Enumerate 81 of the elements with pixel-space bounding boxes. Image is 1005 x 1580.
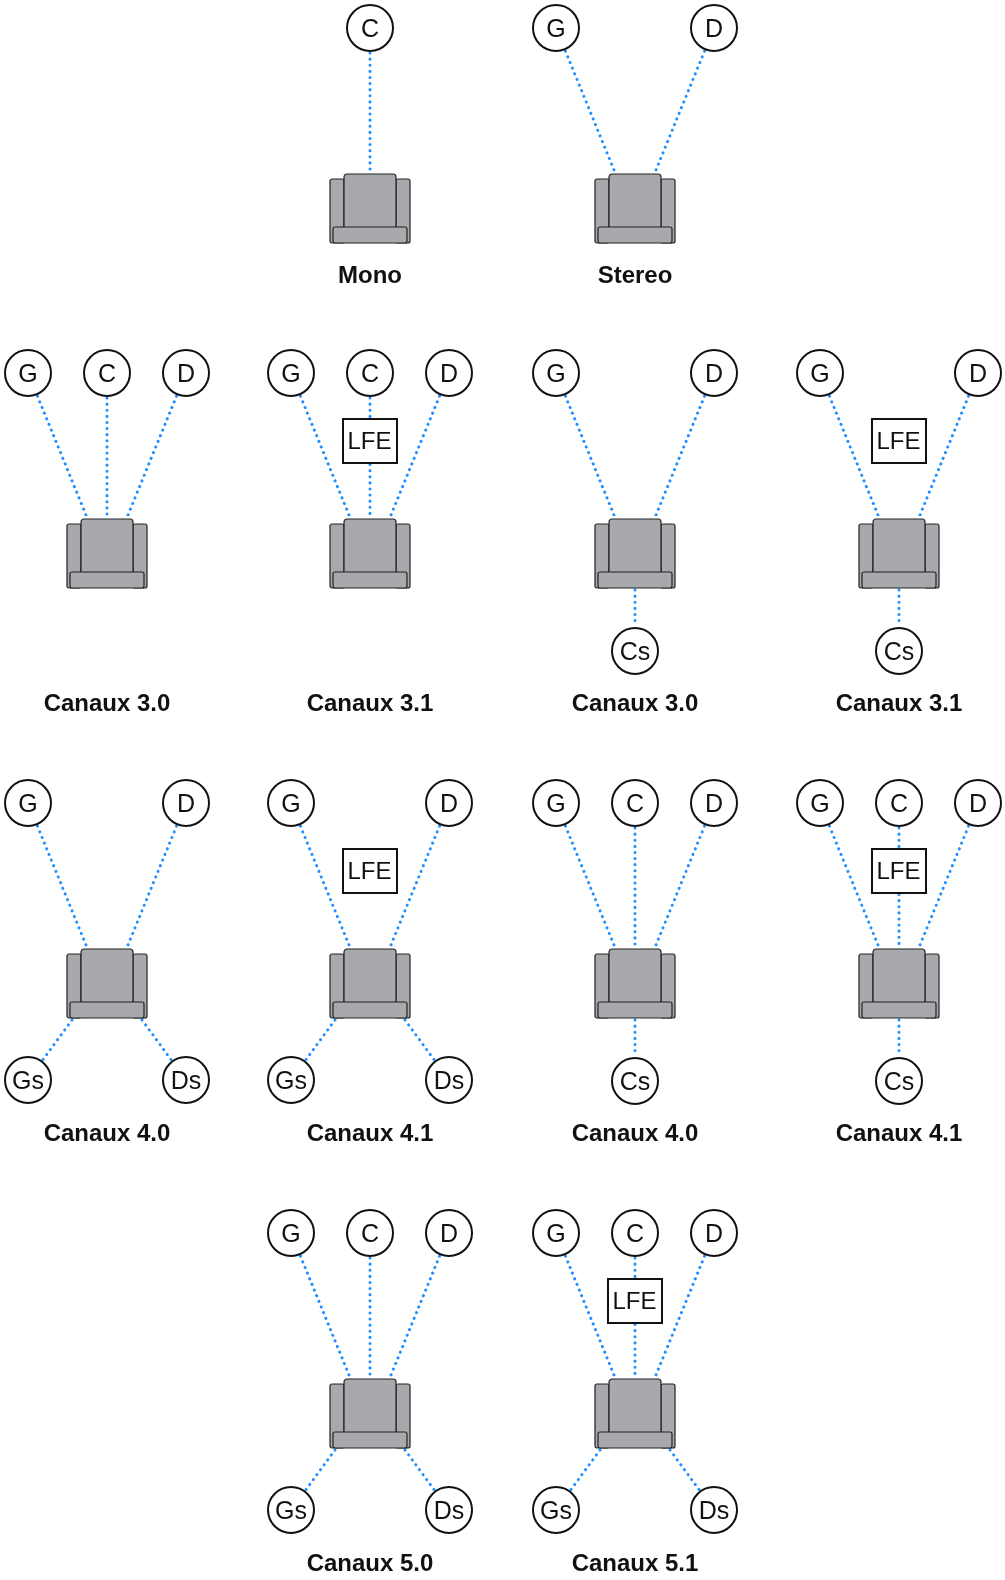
armchair-icon [594,518,676,590]
speaker-circle: D [690,779,738,827]
armchair-icon [329,1378,411,1450]
lfe-box: LFE [341,847,398,894]
speaker-circle: C [346,1209,394,1257]
dotted-line [403,1018,436,1062]
dotted-line [140,1018,173,1062]
speaker-circle: Ds [162,1056,210,1104]
dotted-line [304,1018,337,1062]
speaker-circle: G [4,349,52,397]
dotted-line [304,1448,337,1492]
configuration-label: Canaux 4.1 [834,1119,964,1147]
dotted-line [403,1448,436,1492]
dotted-line [41,1018,74,1062]
speaker-circle: G [532,1209,580,1257]
speaker-circle: D [425,349,473,397]
configuration-label: Canaux 3.1 [305,689,435,717]
speaker-circle: Gs [267,1056,315,1104]
speaker-circle: Cs [875,1057,923,1105]
armchair-icon [329,948,411,1020]
speaker-circle: C [875,779,923,827]
configuration-label: Canaux 5.1 [570,1549,700,1577]
speaker-circle: Gs [532,1486,580,1534]
speaker-circle: C [346,349,394,397]
speaker-circle: Cs [875,627,923,675]
speaker-circle: G [267,779,315,827]
speaker-circle: D [162,779,210,827]
dotted-line [368,396,372,419]
configuration-label: Mono [337,261,403,289]
dotted-line [897,826,901,849]
speaker-circle: Cs [611,1057,659,1105]
speaker-circle: G [267,349,315,397]
armchair-icon [594,948,676,1020]
armchair-icon [858,518,940,590]
speaker-circle: D [425,1209,473,1257]
configuration-label: Canaux 5.0 [305,1549,435,1577]
dotted-line [668,1448,701,1492]
lfe-box: LFE [870,417,927,464]
speaker-circle: Gs [267,1486,315,1534]
speaker-circle: G [4,779,52,827]
speaker-circle: C [346,4,394,52]
speaker-circle: G [532,4,580,52]
speaker-circle: G [532,779,580,827]
speaker-circle: Ds [425,1486,473,1534]
speaker-circle: G [796,349,844,397]
lfe-box: LFE [606,1277,663,1324]
speaker-circle: D [954,349,1002,397]
speaker-circle: D [162,349,210,397]
speaker-circle: G [267,1209,315,1257]
speaker-circle: D [690,349,738,397]
configuration-label: Stereo [596,261,674,289]
speaker-circle: Cs [611,627,659,675]
speaker-circle: Ds [690,1486,738,1534]
speaker-circle: C [611,1209,659,1257]
armchair-icon [594,173,676,245]
speaker-circle: D [690,1209,738,1257]
configuration-label: Canaux 3.1 [834,689,964,717]
armchair-icon [66,948,148,1020]
speaker-circle: G [796,779,844,827]
configuration-label: Canaux 3.0 [570,689,700,717]
speaker-circle: D [425,779,473,827]
speaker-circle: D [690,4,738,52]
lfe-box: LFE [870,847,927,894]
configuration-label: Canaux 4.1 [305,1119,435,1147]
armchair-icon [66,518,148,590]
dotted-line [633,1256,637,1279]
configuration-label: Canaux 3.0 [42,689,172,717]
speaker-circle: C [611,779,659,827]
dotted-line [569,1448,602,1492]
armchair-icon [329,173,411,245]
armchair-icon [858,948,940,1020]
speaker-circle: Ds [425,1056,473,1104]
configuration-label: Canaux 4.0 [570,1119,700,1147]
speaker-circle: C [83,349,131,397]
armchair-icon [329,518,411,590]
speaker-circle: D [954,779,1002,827]
armchair-icon [594,1378,676,1450]
speaker-circle: G [532,349,580,397]
speaker-circle: Gs [4,1056,52,1104]
lfe-box: LFE [341,417,398,464]
configuration-label: Canaux 4.0 [42,1119,172,1147]
